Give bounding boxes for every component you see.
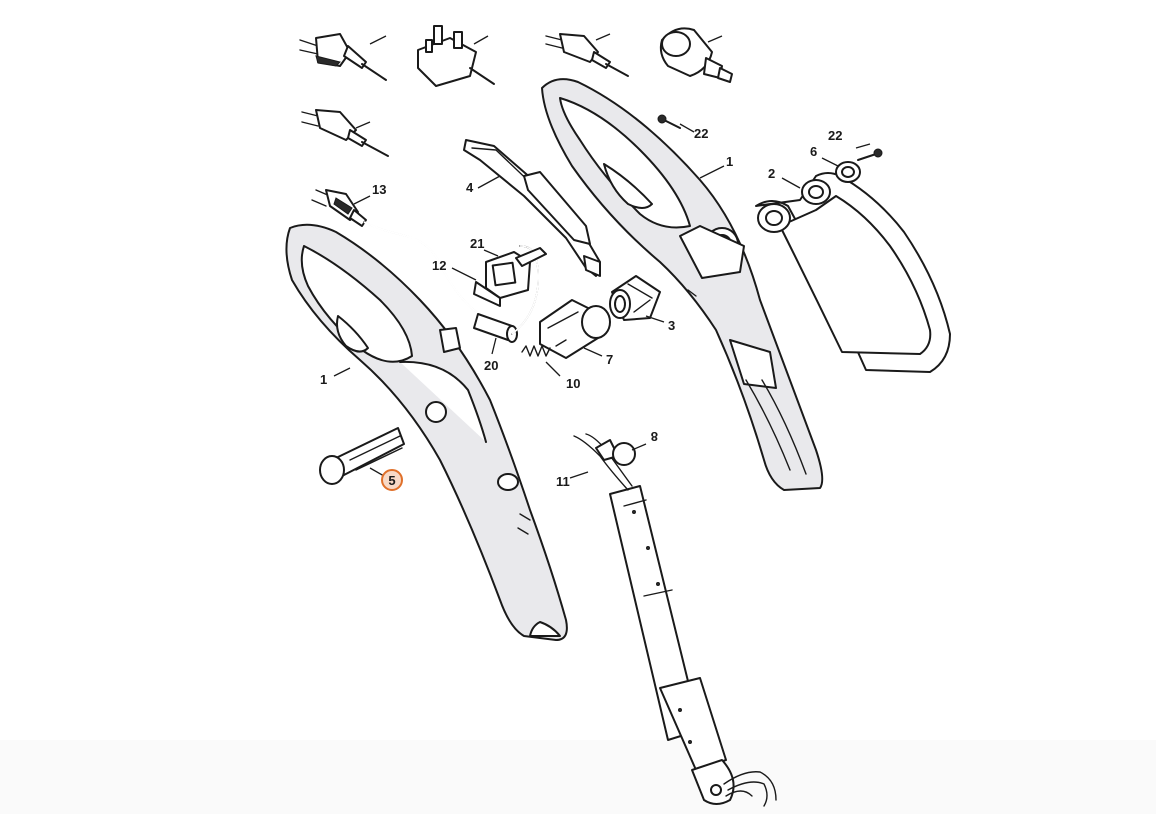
callout-11[interactable]: 11 bbox=[556, 474, 570, 489]
shaft-tube[interactable] bbox=[609, 485, 735, 805]
callout-22-top[interactable]: 22 bbox=[694, 126, 708, 141]
floor-shade bbox=[0, 740, 1156, 814]
wires-11[interactable] bbox=[573, 433, 777, 807]
plug-euro-flat[interactable] bbox=[301, 109, 389, 157]
plug-uk[interactable] bbox=[417, 25, 495, 87]
housing-half-left[interactable] bbox=[285, 223, 568, 641]
pin-5[interactable] bbox=[319, 427, 405, 485]
housing-half-right[interactable] bbox=[541, 78, 824, 491]
plug-13[interactable] bbox=[311, 189, 367, 227]
handle-loop-2[interactable] bbox=[755, 172, 951, 373]
callout-13[interactable]: 13 bbox=[372, 182, 386, 197]
switch-assembly-21[interactable] bbox=[473, 247, 547, 307]
cable-20[interactable] bbox=[363, 221, 540, 343]
knob-3[interactable] bbox=[609, 275, 661, 321]
callout-4[interactable]: 4 bbox=[466, 180, 474, 195]
callout-22-right[interactable]: 22 bbox=[828, 128, 842, 143]
plug-euro-round[interactable] bbox=[299, 33, 387, 81]
callout-10[interactable]: 10 bbox=[566, 376, 580, 391]
callout-6[interactable]: 6 bbox=[810, 144, 817, 159]
leader-lines bbox=[333, 123, 871, 479]
plug-connector-round[interactable] bbox=[659, 27, 733, 83]
callout-5-selected[interactable]: 5 bbox=[381, 469, 403, 491]
spring-10[interactable] bbox=[521, 345, 551, 357]
lever-7[interactable] bbox=[539, 299, 611, 359]
screw-22-top[interactable] bbox=[657, 114, 681, 129]
plug-swiss[interactable] bbox=[545, 33, 629, 77]
callout-20[interactable]: 20 bbox=[484, 358, 498, 373]
callout-7[interactable]: 7 bbox=[606, 352, 613, 367]
callout-1-left[interactable]: 1 bbox=[320, 372, 327, 387]
callout-labels: 13 4 22 1 22 6 2 21 12 3 7 20 10 1 5 8 1… bbox=[320, 126, 842, 491]
callout-21[interactable]: 21 bbox=[470, 236, 484, 251]
cap-6[interactable] bbox=[835, 161, 861, 183]
terminal-8[interactable] bbox=[595, 439, 636, 466]
screw-22-right[interactable] bbox=[857, 148, 883, 161]
callout-5-label: 5 bbox=[388, 473, 395, 488]
callout-2[interactable]: 2 bbox=[768, 166, 775, 181]
callout-1-right[interactable]: 1 bbox=[726, 154, 733, 169]
callout-12[interactable]: 12 bbox=[432, 258, 446, 273]
cover-strip-4[interactable] bbox=[463, 139, 601, 277]
callout-3[interactable]: 3 bbox=[668, 318, 675, 333]
callout-8[interactable]: 8 bbox=[651, 429, 658, 444]
